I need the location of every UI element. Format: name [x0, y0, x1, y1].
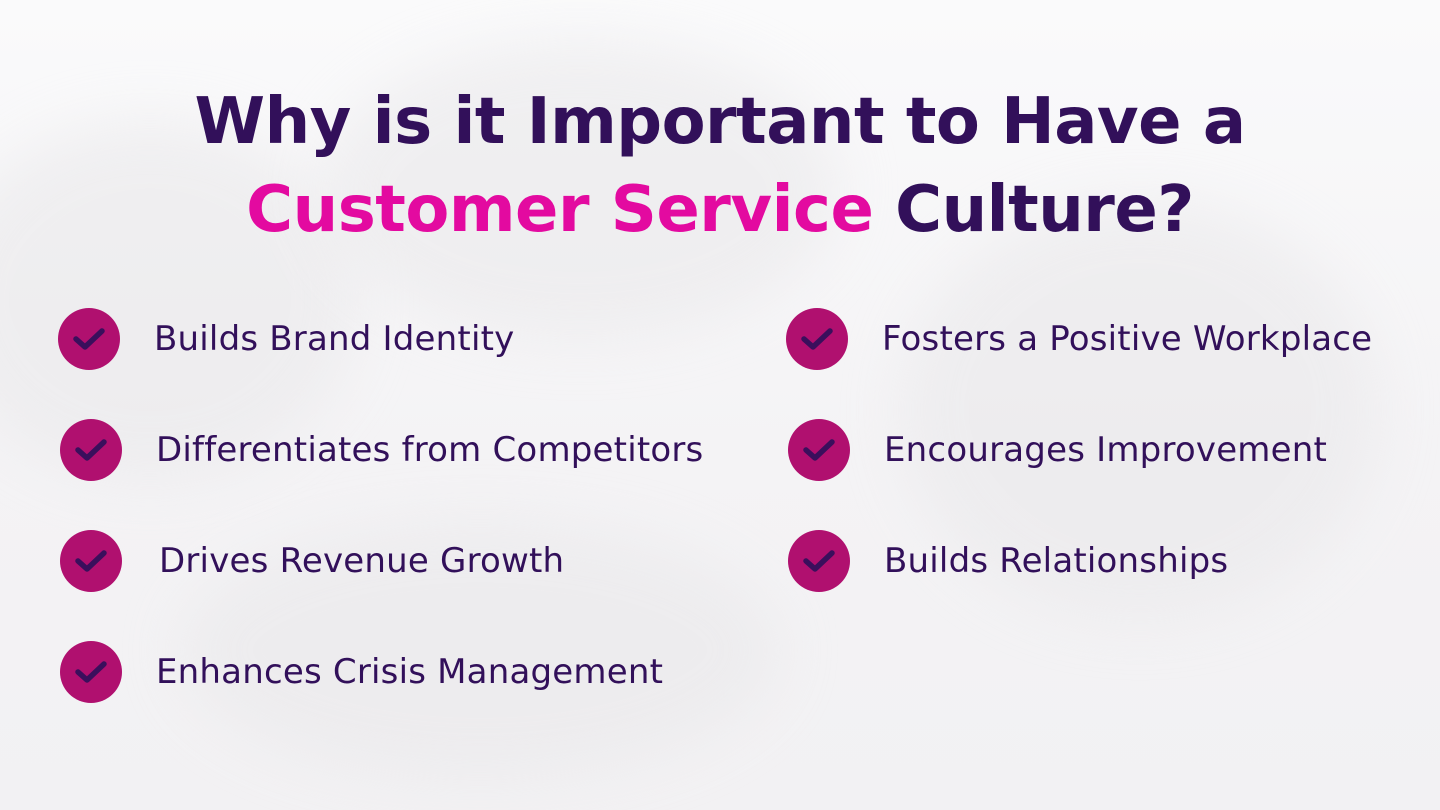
check-circle-icon: [60, 641, 122, 703]
title-accent: Customer Service: [246, 173, 874, 247]
list-item-label: Enhances Crisis Management: [156, 652, 664, 692]
background-shape: [180, 520, 780, 780]
title-line-1: Why is it Important to Have a: [194, 85, 1246, 159]
list-item-builds-brand-identity: Builds Brand Identity: [58, 307, 514, 371]
title-rest: Culture?: [895, 173, 1194, 247]
check-circle-icon: [58, 308, 120, 370]
list-item-enhances-crisis-management: Enhances Crisis Management: [60, 640, 663, 704]
list-item-drives-revenue-growth: Drives Revenue Growth: [60, 529, 564, 593]
page-title: Why is it Important to Have a Customer S…: [0, 78, 1440, 254]
list-item-label: Fosters a Positive Workplace: [882, 319, 1373, 359]
check-circle-icon: [60, 530, 122, 592]
list-item-encourages-improvement: Encourages Improvement: [788, 418, 1327, 482]
list-item-builds-relationships: Builds Relationships: [788, 529, 1228, 593]
list-item-label: Differentiates from Competitors: [156, 430, 704, 470]
list-item-label: Builds Relationships: [884, 541, 1229, 581]
background-shape: [0, 120, 360, 480]
list-item-label: Drives Revenue Growth: [159, 541, 565, 581]
background-shape: [900, 200, 1380, 620]
check-circle-icon: [788, 530, 850, 592]
check-circle-icon: [60, 419, 122, 481]
check-circle-icon: [788, 419, 850, 481]
background-shape: [320, 40, 840, 340]
list-item-differentiates-from-competitors: Differentiates from Competitors: [60, 418, 703, 482]
list-item-label: Encourages Improvement: [884, 430, 1328, 470]
check-circle-icon: [786, 308, 848, 370]
list-item-fosters-positive-workplace: Fosters a Positive Workplace: [786, 307, 1372, 371]
list-item-label: Builds Brand Identity: [154, 319, 515, 359]
title-line-2: Customer Service Culture?: [0, 166, 1440, 254]
